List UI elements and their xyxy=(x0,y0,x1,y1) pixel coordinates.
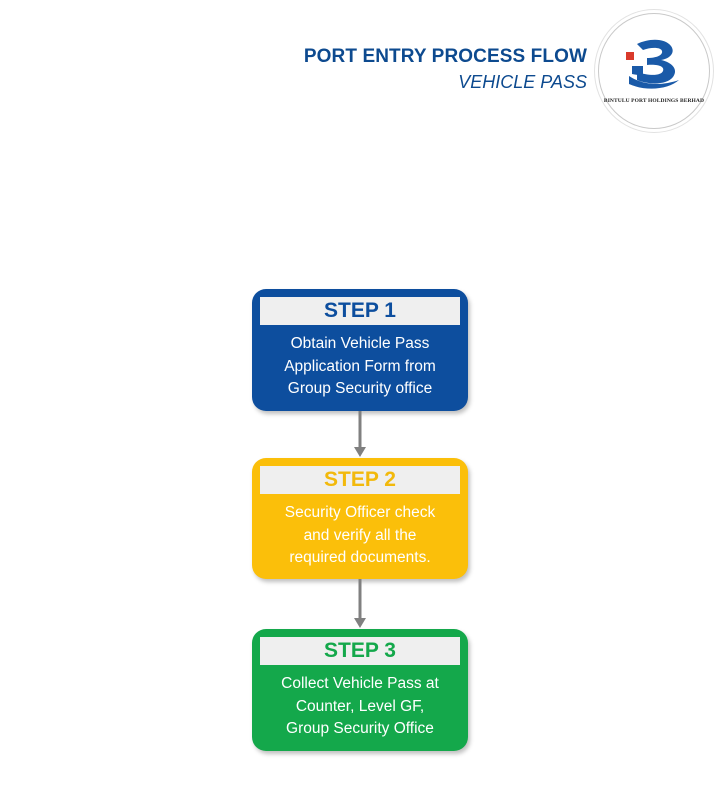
step-2-label: STEP 2 xyxy=(260,466,460,494)
step-1-line-2: Application Form from xyxy=(284,357,436,375)
company-logo: BINTULU PORT HOLDINGS BERHAD xyxy=(598,13,710,129)
step-2-box: STEP 2 Security Officer check and verify… xyxy=(252,458,468,579)
step-1-description: Obtain Vehicle Pass Application Form fro… xyxy=(256,333,464,401)
step-1-label: STEP 1 xyxy=(260,297,460,325)
step-3-line-3: Group Security Office xyxy=(286,720,434,737)
page-subtitle: VEHICLE PASS xyxy=(458,72,587,92)
step-1-line-3: Group Security office xyxy=(287,380,433,397)
step-1-line-1: Obtain Vehicle Pass xyxy=(290,335,430,352)
step-1-box: STEP 1 Obtain Vehicle Pass Application F… xyxy=(252,289,468,411)
step-3-line-1: Collect Vehicle Pass at xyxy=(281,675,439,692)
step-3-box: STEP 3 Collect Vehicle Pass at Counter, … xyxy=(252,629,468,751)
step-3-line-2: Counter, Level GF, xyxy=(295,697,425,715)
logo-emblem-icon xyxy=(626,39,679,89)
arrow-down-icon xyxy=(354,411,366,457)
header: PORT ENTRY PROCESS FLOW VEHICLE PASS xyxy=(304,44,587,94)
page-title: PORT ENTRY PROCESS FLOW xyxy=(303,46,587,67)
step-3-label: STEP 3 xyxy=(260,637,460,665)
logo-text: BINTULU PORT HOLDINGS BERHAD xyxy=(603,98,705,104)
step-2-line-3: required documents. xyxy=(289,549,431,566)
step-3-description: Collect Vehicle Pass at Counter, Level G… xyxy=(256,673,464,741)
step-2-line-1: Security Officer check xyxy=(284,504,436,521)
step-2-line-2: and verify all the xyxy=(303,526,417,544)
arrow-down-icon xyxy=(354,579,366,628)
step-2-description: Security Officer check and verify all th… xyxy=(256,502,464,570)
